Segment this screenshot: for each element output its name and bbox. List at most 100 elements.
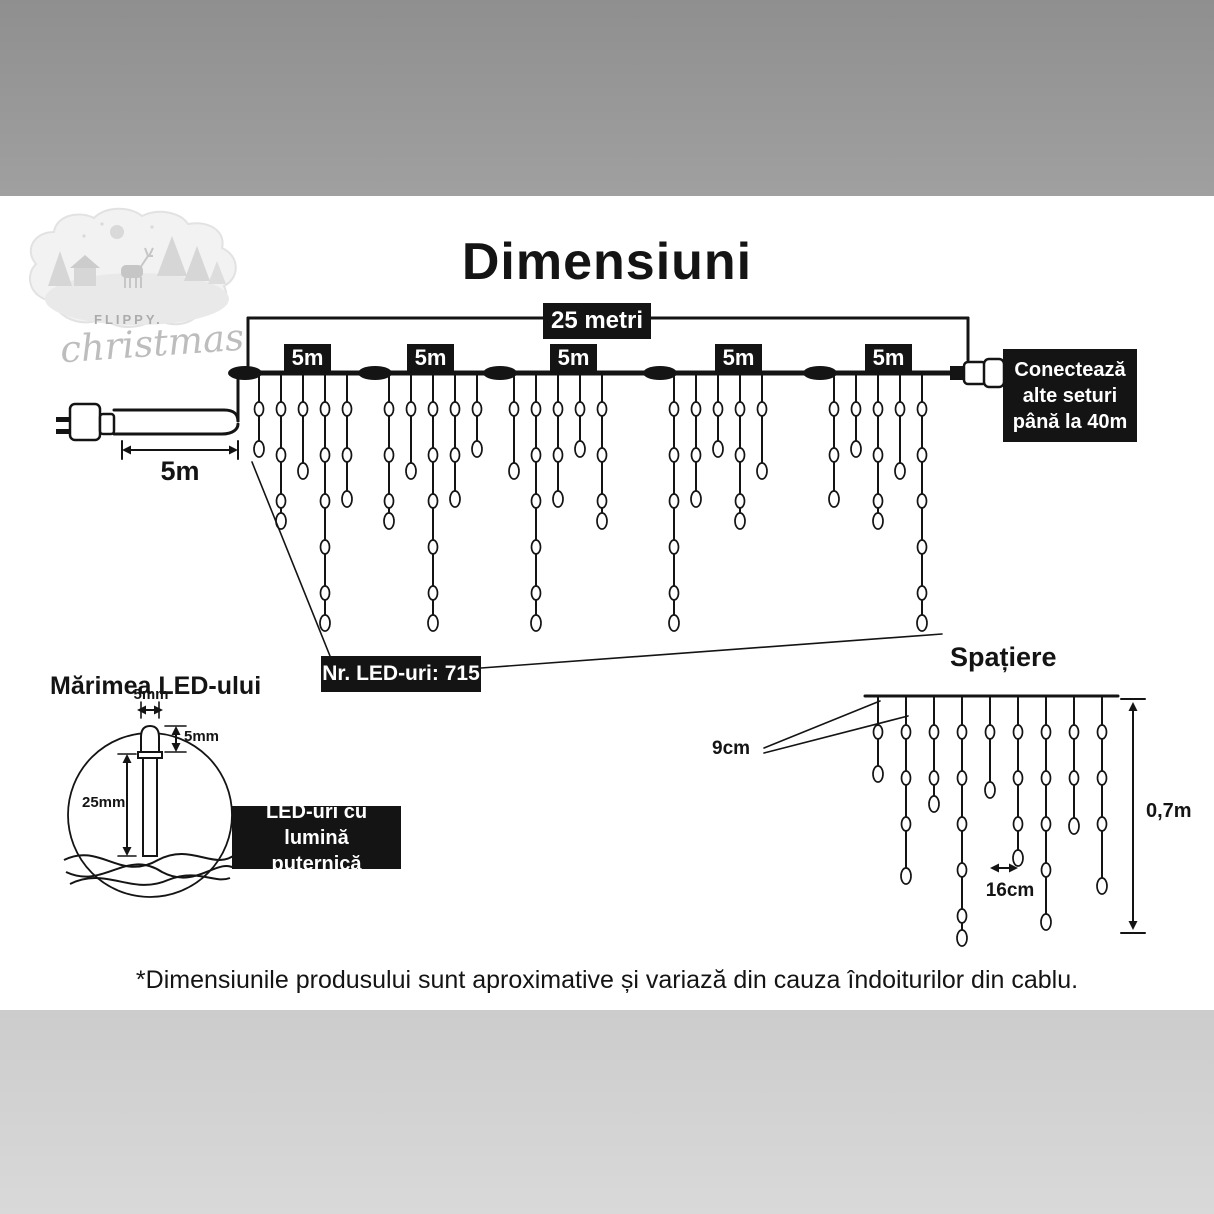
led-bulb — [297, 401, 309, 417]
callout-line — [763, 700, 881, 749]
icicle-strands — [253, 372, 928, 632]
led-bulb — [916, 585, 928, 601]
led-bulb — [900, 867, 912, 885]
led-callout-box: LED-uri cu lumină puternică — [232, 801, 401, 875]
led-bulb — [916, 401, 928, 417]
led-bulb — [427, 493, 439, 509]
brand-logo: FLIPPY. christmas — [22, 206, 257, 381]
led-bulb — [1068, 817, 1080, 835]
led-bulb — [828, 447, 840, 463]
segment-length-box: 5m — [407, 344, 454, 372]
led-bulb — [1040, 770, 1052, 786]
led-bulb — [690, 490, 702, 508]
led-bulb — [449, 447, 461, 463]
led-bulb — [872, 765, 884, 783]
led-bulb — [850, 440, 862, 458]
led-bulb — [1012, 724, 1024, 740]
plug-pin — [56, 429, 70, 434]
led-bulb — [471, 401, 483, 417]
led-bulb — [552, 447, 564, 463]
led-bulb — [690, 401, 702, 417]
led-bulb — [574, 401, 586, 417]
led-bulb — [1012, 770, 1024, 786]
led-bulb — [956, 724, 968, 740]
led-bulb — [900, 770, 912, 786]
led-bulb — [872, 724, 884, 740]
star-dot — [100, 222, 104, 226]
deer-icon — [121, 247, 154, 288]
led-bulb — [552, 490, 564, 508]
end-connector-socket — [962, 360, 988, 386]
led-bulb — [596, 401, 608, 417]
callout-line — [763, 715, 909, 754]
led-bulb — [712, 440, 724, 458]
led-bulb — [1040, 816, 1052, 832]
arrowhead — [137, 705, 146, 715]
led-bulb — [894, 401, 906, 417]
led-bulb — [341, 490, 353, 508]
led-bulb — [508, 462, 520, 480]
led-bulb — [253, 440, 265, 458]
led-dome-height-label: 5mm — [184, 728, 220, 745]
led-bulb — [1012, 849, 1024, 867]
led-bulb — [1040, 913, 1052, 931]
wire-connector — [358, 366, 392, 380]
segment-length-box: 5m — [284, 344, 331, 372]
arrowhead — [990, 863, 999, 873]
led-bulb — [530, 401, 542, 417]
plug-neck — [98, 412, 116, 436]
led-bulb — [900, 816, 912, 832]
led-bulb — [427, 401, 439, 417]
wire-connector — [803, 366, 837, 380]
led-bulb — [900, 724, 912, 740]
wire-connector — [643, 366, 677, 380]
lead-dimension — [121, 440, 239, 460]
led-bulb — [668, 447, 680, 463]
led-bulb — [872, 447, 884, 463]
callout-line — [480, 633, 943, 669]
led-bulb — [916, 539, 928, 555]
main-wire — [228, 366, 961, 380]
led-bulb — [712, 401, 724, 417]
led-bulb — [734, 493, 746, 509]
lead-length-label: 5m — [160, 456, 200, 486]
led-bulb — [928, 770, 940, 786]
house-icon — [74, 268, 96, 286]
segment-length-box: 5m — [550, 344, 597, 372]
led-bulb — [1040, 862, 1052, 878]
lead-cable — [112, 374, 240, 423]
led-bulb — [956, 908, 968, 924]
led-bulb — [668, 493, 680, 509]
led-bulb — [668, 585, 680, 601]
led-bulb — [383, 401, 395, 417]
led-bulb — [427, 539, 439, 555]
led-bulb — [552, 401, 564, 417]
connect-info-line: alte seturi — [1022, 384, 1118, 407]
led-bulb — [341, 401, 353, 417]
led-bulb — [668, 539, 680, 555]
led-callout-line: puternică — [271, 852, 362, 875]
page-title: Dimensiuni — [461, 233, 753, 291]
led-bulb — [956, 862, 968, 878]
plug-body — [68, 402, 102, 442]
callout-line — [251, 461, 331, 657]
led-bulb — [928, 724, 940, 740]
arrowhead — [1128, 702, 1138, 711]
connect-info-box: Conectează alte seturi până la 40m — [1003, 349, 1137, 442]
drop-gap-label: 9cm — [712, 738, 751, 759]
led-bulb — [828, 401, 840, 417]
lead-cable — [112, 422, 240, 436]
led-bulb — [319, 614, 331, 632]
led-bulb — [297, 462, 309, 480]
led-bulb — [734, 401, 746, 417]
end-connector-piece — [950, 366, 964, 380]
led-body-height-label: 25mm — [82, 794, 126, 811]
arrowhead — [171, 726, 181, 735]
led-bulb — [872, 493, 884, 509]
led-bulb — [956, 770, 968, 786]
arrowhead — [122, 445, 131, 455]
led-bulb — [1068, 770, 1080, 786]
led-size-heading: Mărimea LED-ului — [50, 672, 262, 700]
led-bulb — [894, 462, 906, 480]
twisted-wire — [69, 874, 231, 886]
